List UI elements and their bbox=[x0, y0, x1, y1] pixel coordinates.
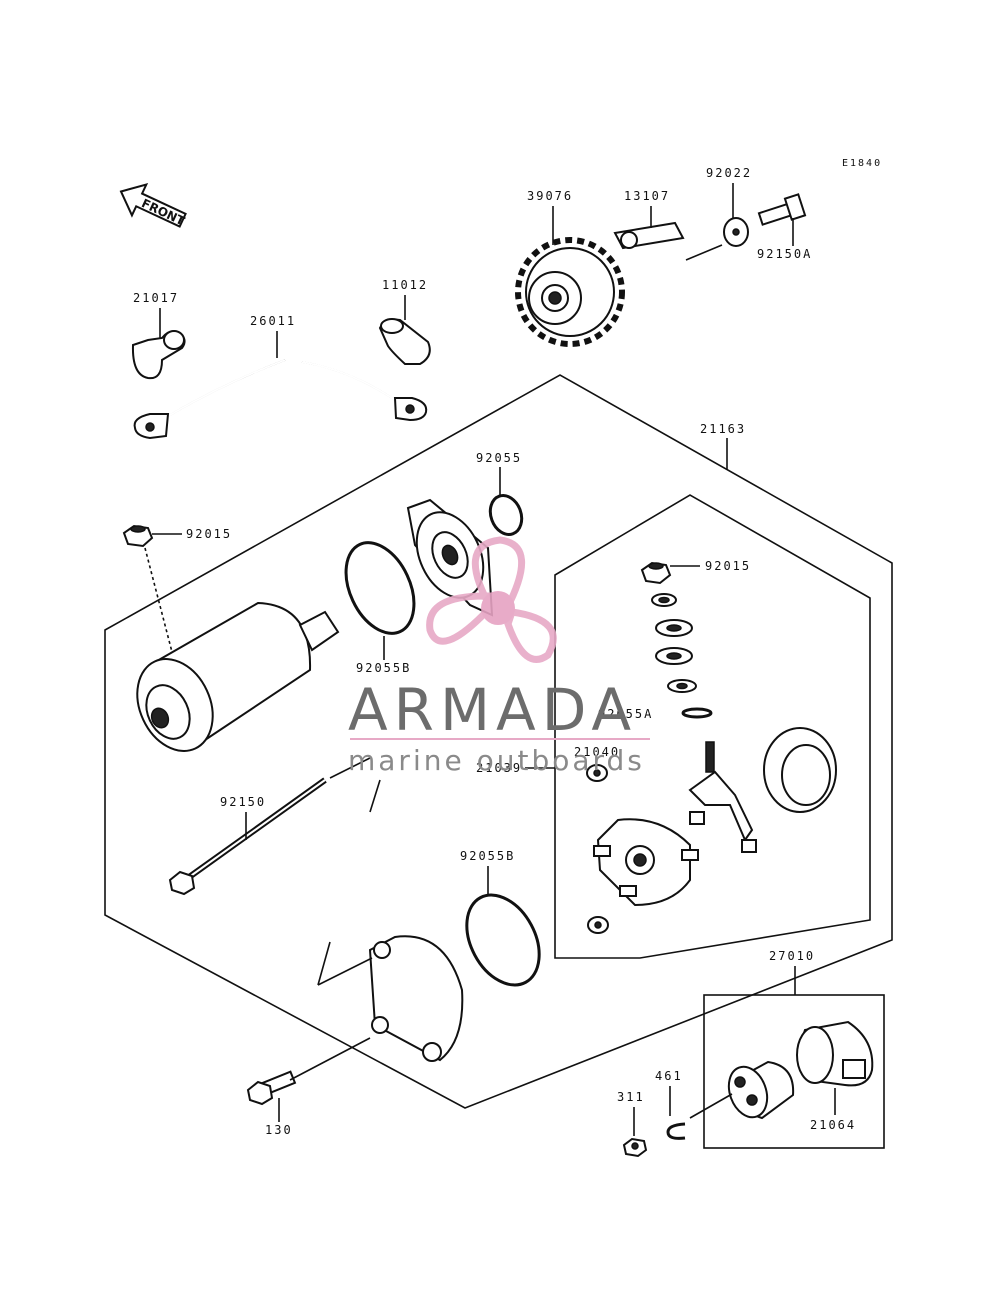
starter-cable-26011 bbox=[133, 359, 428, 440]
brush-plate bbox=[688, 741, 757, 853]
solenoid-group-outline bbox=[703, 994, 885, 1149]
label-21039: 21039 bbox=[476, 761, 522, 775]
armada-logo-icon bbox=[426, 536, 557, 663]
ref-code: E1840 bbox=[842, 158, 882, 169]
watermark-title: ARMADA bbox=[348, 676, 637, 744]
label-92055B-upper: 92055B bbox=[356, 661, 411, 675]
label-21163: 21163 bbox=[700, 422, 746, 436]
label-92015-right: 92015 bbox=[705, 559, 751, 573]
watermark-subtitle: marine outboards bbox=[348, 744, 645, 777]
label-461: 461 bbox=[655, 1069, 683, 1083]
bolt-130 bbox=[246, 1070, 297, 1106]
label-92055A: 92055A bbox=[598, 707, 653, 721]
motor-body bbox=[136, 601, 340, 752]
label-21040: 21040 bbox=[574, 745, 620, 759]
label-311: 311 bbox=[617, 1090, 645, 1104]
nut-92015-right bbox=[640, 561, 672, 585]
solenoid-switch bbox=[727, 1060, 795, 1120]
starter-gear-39076 bbox=[515, 237, 625, 347]
bolt-92150A bbox=[757, 193, 807, 226]
clip-461 bbox=[666, 1122, 686, 1140]
through-bolt-92150 bbox=[168, 777, 327, 896]
terminal-boot-21017 bbox=[131, 330, 186, 380]
nut-92015-left bbox=[122, 524, 154, 548]
terminal-cap-11012 bbox=[378, 318, 431, 365]
o-ring-92055 bbox=[488, 494, 524, 536]
label-92022: 92022 bbox=[706, 166, 752, 180]
o-ring-92055B-lower bbox=[465, 893, 541, 987]
label-13107: 13107 bbox=[624, 189, 670, 203]
o-ring-92055B-upper bbox=[344, 541, 416, 635]
label-130: 130 bbox=[265, 1123, 293, 1137]
label-11012: 11012 bbox=[382, 278, 428, 292]
label-21064: 21064 bbox=[810, 1118, 856, 1132]
assembly-outline-21163 bbox=[104, 374, 893, 1109]
nut-311 bbox=[622, 1137, 648, 1158]
label-92150: 92150 bbox=[220, 795, 266, 809]
relay-cover-21064 bbox=[796, 1020, 874, 1087]
label-26011: 26011 bbox=[250, 314, 296, 328]
spring-21040 bbox=[586, 764, 608, 782]
spring-lower bbox=[587, 916, 609, 934]
label-92055: 92055 bbox=[476, 451, 522, 465]
label-21017: 21017 bbox=[133, 291, 179, 305]
label-92015-left: 92015 bbox=[186, 527, 232, 541]
rear-cover bbox=[368, 935, 464, 1062]
brush-assembly-outline bbox=[554, 494, 871, 959]
label-92150A: 92150A bbox=[757, 247, 812, 261]
brush-holder-21039 bbox=[593, 818, 699, 907]
label-92055B-lower: 92055B bbox=[460, 849, 515, 863]
o-ring-92055A bbox=[681, 707, 713, 719]
front-label: FRONT bbox=[139, 196, 187, 228]
yoke-ring bbox=[763, 727, 837, 813]
label-39076: 39076 bbox=[527, 189, 573, 203]
shaft-13107 bbox=[613, 221, 685, 250]
front-arrow-icon: FRONT bbox=[119, 182, 188, 229]
front-cover bbox=[406, 498, 494, 617]
washer-stack bbox=[651, 593, 697, 693]
washer-92022 bbox=[723, 217, 749, 247]
label-27010: 27010 bbox=[769, 949, 815, 963]
